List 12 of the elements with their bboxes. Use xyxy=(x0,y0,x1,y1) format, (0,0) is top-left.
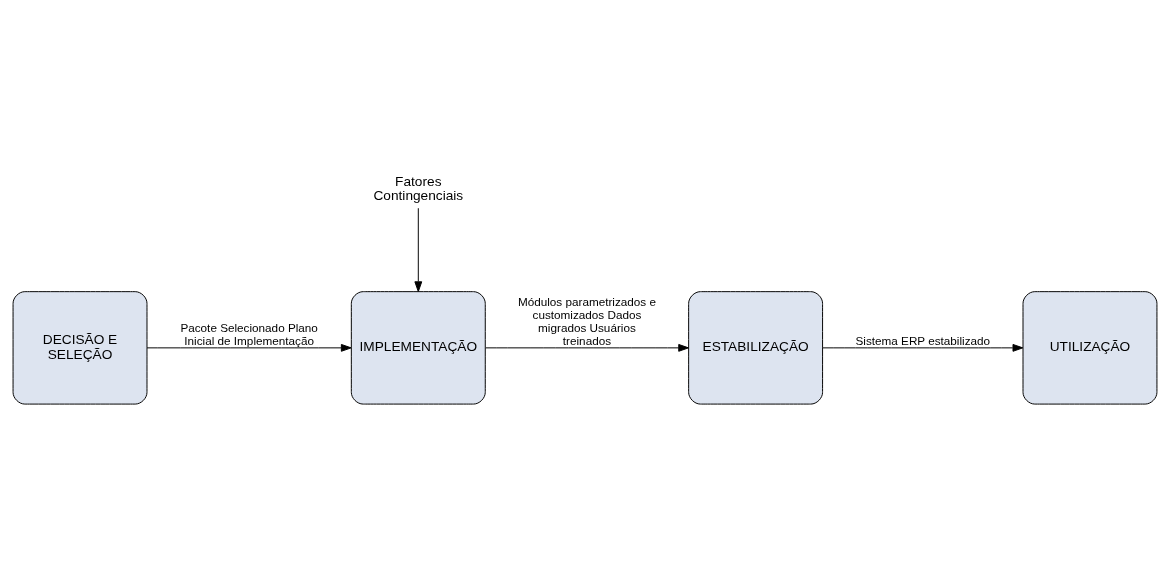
edge-label: Sistema ERP estabilizado xyxy=(855,333,991,347)
node-box: DECISÃO E SELEÇÃO xyxy=(12,290,148,405)
node-box: UTILIZAÇÃO xyxy=(1022,290,1158,405)
arrow xyxy=(146,343,352,352)
arrow xyxy=(414,207,423,292)
arrow xyxy=(822,343,1024,352)
edge-label: Módulos parametrizados e customizados Dados migrados Usuários treinados xyxy=(517,294,656,347)
arrow xyxy=(485,343,689,352)
edge-label: Pacote Selecionado Plano Inicial de Implementação xyxy=(180,320,318,347)
node-text: Fatores Contingenciais xyxy=(373,173,464,203)
node-box: IMPLEMENTAÇÃO xyxy=(350,290,486,405)
node-box: ESTABILIZAÇÃO xyxy=(688,290,824,405)
